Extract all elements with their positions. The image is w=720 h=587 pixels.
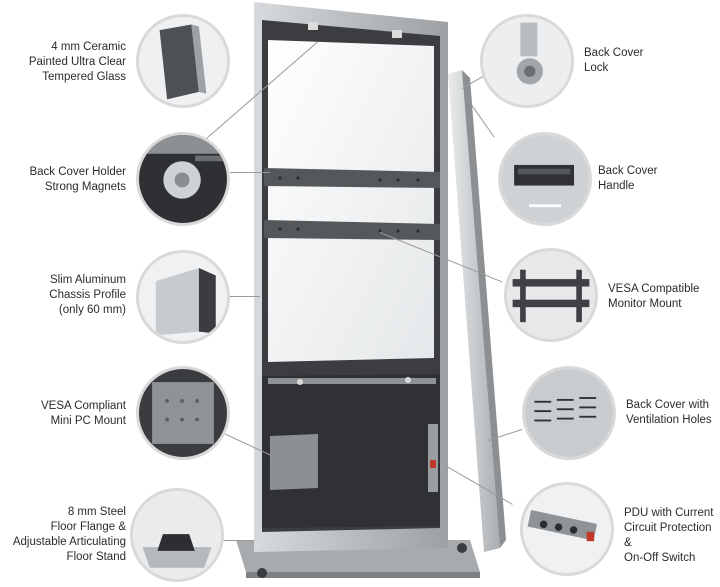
callout-glass: 4 mm Ceramic Painted Ultra Clear Tempere…	[28, 41, 126, 83]
lock-detail-circle	[480, 14, 574, 108]
lower-panel	[262, 374, 440, 528]
mini-pc-plate	[270, 434, 318, 490]
chassis-profile-circle	[136, 250, 230, 344]
glass-detail-circle	[136, 14, 230, 108]
display-glass	[268, 40, 434, 362]
magnet-detail-circle	[136, 132, 230, 226]
callout-lock: Back Cover Lock	[584, 47, 644, 74]
pc-mount-circle	[136, 366, 230, 460]
floor-stand-circle	[130, 488, 224, 582]
pdu-detail-circle	[520, 482, 614, 576]
monitor-mount-circle	[504, 248, 598, 342]
connector-line	[230, 296, 260, 297]
callout-pdu: PDU with Current Circuit Protection & On…	[624, 507, 714, 564]
callout-ventilation: Back Cover with Ventilation Holes	[626, 399, 712, 426]
callout-magnets: Back Cover Holder Strong Magnets	[29, 166, 126, 193]
back-cover	[448, 70, 500, 552]
callout-pc-mount: VESA Compliant Mini PC Mount	[40, 400, 126, 427]
callout-floor-stand: 8 mm Steel Floor Flange & Adjustable Art…	[12, 506, 126, 563]
pdu-unit	[428, 424, 438, 492]
connector-line	[230, 172, 270, 173]
callout-monitor-mount: VESA Compatible Monitor Mount	[608, 283, 700, 310]
vesa-bracket-top	[264, 168, 440, 188]
callout-handle: Back Cover Handle	[598, 165, 658, 192]
callout-chassis: Slim Aluminum Chassis Profile (only 60 m…	[49, 274, 126, 316]
connector-line	[222, 540, 254, 541]
handle-detail-circle	[498, 132, 592, 226]
vesa-bracket-bottom	[264, 220, 440, 240]
ventilation-cover-circle	[522, 366, 616, 460]
